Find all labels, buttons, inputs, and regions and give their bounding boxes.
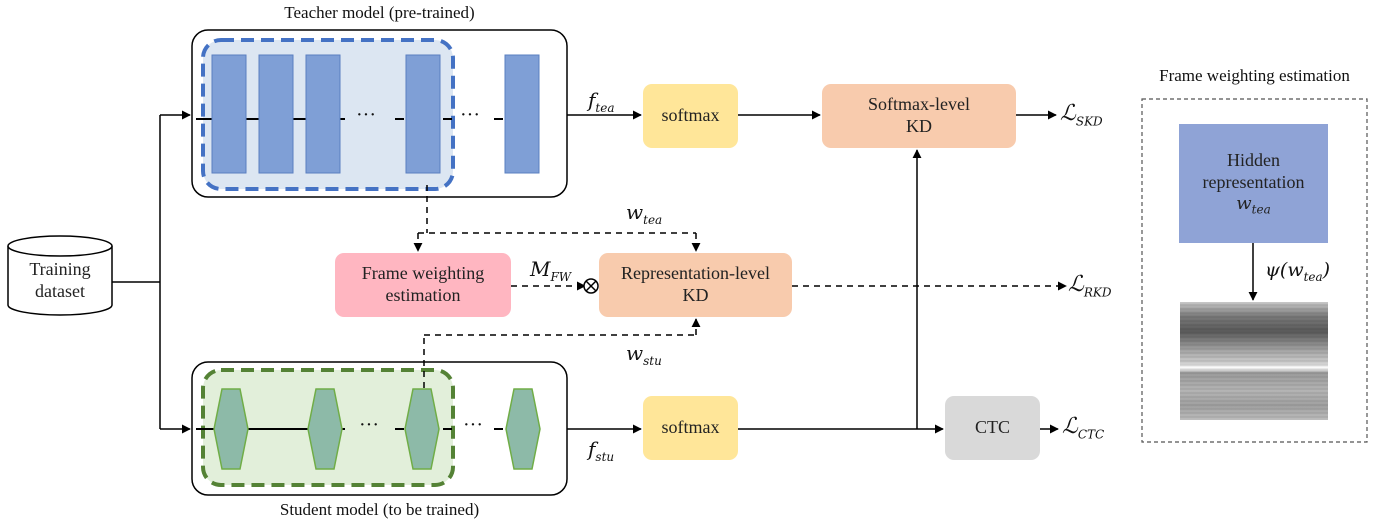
representation-kd-line1: Representation-level <box>621 263 770 284</box>
teacher-layer <box>504 54 540 174</box>
teacher-layer <box>405 54 441 174</box>
training-dataset-line2: dataset <box>35 281 85 301</box>
loss-skd-label: ℒSKD <box>1060 101 1103 129</box>
student-layer <box>307 388 343 470</box>
teacher-layer <box>211 54 247 174</box>
w-stu-label: wstu <box>626 341 662 368</box>
hidden-line1: Hidden <box>1226 149 1280 170</box>
teacher-layers <box>211 54 540 174</box>
student-ellipsis-2: ··· <box>463 414 483 436</box>
f-stu-label: fstu <box>588 437 615 464</box>
softmax-kd-line2: KD <box>905 116 932 136</box>
dashed-connectors <box>413 185 1067 388</box>
hidden-representation-box: Hidden representation wtea <box>1179 124 1328 243</box>
teacher-ellipsis-1: ··· <box>356 104 376 126</box>
teacher-model-title: Teacher model (pre-trained) <box>284 3 475 22</box>
student-layers <box>213 388 541 470</box>
softmax-box-student: softmax <box>643 396 738 460</box>
elementwise-multiply-icon <box>583 278 599 294</box>
inset-panel <box>1141 98 1368 443</box>
m-fw-label: MFW <box>530 257 572 284</box>
training-dataset-line1: Training <box>29 259 91 280</box>
student-layer <box>213 388 249 470</box>
student-ellipsis-1: ··· <box>359 414 379 436</box>
softmax-kd-line1: Softmax-level <box>868 94 970 115</box>
ctc-box: CTC <box>945 396 1040 460</box>
teacher-layer <box>258 54 294 174</box>
frame-weight-heatmap <box>1180 302 1328 420</box>
teacher-layer <box>305 54 341 174</box>
loss-ctc-label: ℒCTC <box>1062 414 1105 442</box>
f-tea-label: ftea <box>588 88 615 115</box>
frame-weighting-line2: estimation <box>385 285 461 305</box>
hidden-w-tea: wtea <box>1236 193 1271 217</box>
w-tea-label: wtea <box>626 200 663 227</box>
loss-rkd-label: ℒRKD <box>1068 272 1112 300</box>
psi-label: ψ(wtea) <box>1265 259 1331 284</box>
student-model-title: Student model (to be trained) <box>279 500 480 519</box>
hidden-line2: representation <box>1202 171 1305 192</box>
inset-title: Frame weighting estimation <box>1159 66 1350 85</box>
representation-kd-line2: KD <box>682 285 709 305</box>
softmax-box-teacher: softmax <box>643 84 738 148</box>
solid-connectors <box>112 110 1258 434</box>
training-dataset-cylinder <box>7 235 113 316</box>
teacher-ellipsis-2: ··· <box>460 104 480 126</box>
frame-weighting-line1: Frame weighting <box>361 263 485 284</box>
student-layer <box>404 388 440 470</box>
student-layer <box>505 388 541 470</box>
